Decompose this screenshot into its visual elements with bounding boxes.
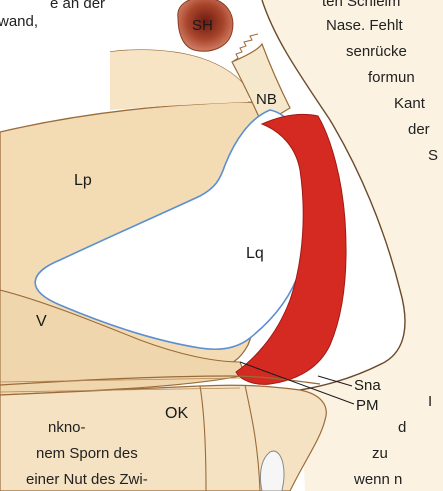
label-lp: Lp bbox=[74, 172, 92, 189]
text-top-right-2: Nase. Fehlt bbox=[326, 16, 403, 36]
text-bottom-left-2: nem Sporn des bbox=[36, 444, 138, 464]
text-top-right-6: der bbox=[408, 120, 430, 140]
text-bottom-left-1: nkno- bbox=[48, 418, 86, 438]
text-top-right-3: senrücke bbox=[346, 42, 407, 62]
text-top-left-2: wand, bbox=[0, 12, 38, 32]
text-top-right-1: ten Schleim bbox=[322, 0, 400, 12]
text-top-right-4: formun bbox=[368, 68, 415, 88]
text-top-right-5: Kant bbox=[394, 94, 425, 114]
text-top-left-1: e an der bbox=[50, 0, 105, 14]
label-sna: Sna bbox=[354, 377, 381, 394]
label-v: V bbox=[36, 313, 47, 330]
text-bottom-left-3: einer Nut des Zwi- bbox=[26, 470, 148, 490]
text-bottom-right-2: d bbox=[398, 418, 406, 438]
text-bottom-right-4: wenn n bbox=[354, 470, 402, 490]
text-bottom-right-3: zu bbox=[372, 444, 388, 464]
label-ok: OK bbox=[165, 405, 188, 422]
label-sh: SH bbox=[192, 17, 213, 34]
text-top-right-7: S bbox=[428, 146, 438, 166]
label-lq: Lq bbox=[246, 245, 264, 262]
frontal-bone-fill bbox=[110, 50, 250, 110]
label-nb: NB bbox=[256, 91, 277, 108]
label-pm: PM bbox=[356, 397, 379, 414]
text-bottom-right-1: I bbox=[428, 392, 432, 412]
